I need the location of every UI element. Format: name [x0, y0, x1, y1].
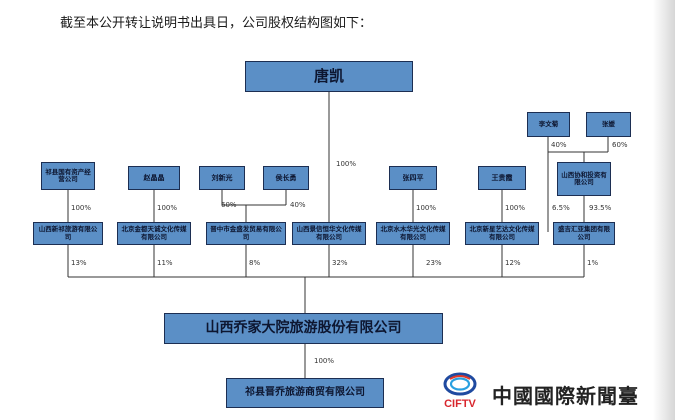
- holder-beijing-jindu-media: 北京金都天诚文化传媒有限公司: [117, 222, 191, 245]
- holder-wang-guixia: 王贵霞: [478, 166, 526, 190]
- holder-beijing-dongfang-media: 北京水木华光文化传媒有限公司: [376, 222, 450, 245]
- pct-qixian-state: 100%: [71, 204, 92, 212]
- pct-shanxi-xinqi: 13%: [71, 259, 87, 267]
- holder-zhao-jingjing: 赵晶晶: [128, 166, 180, 190]
- holder-liu-xinguang: 刘新光: [199, 166, 245, 190]
- pct-beijing-yufang: 12%: [505, 259, 521, 267]
- pct-zhang-siping: 100%: [416, 204, 437, 212]
- page-edge-shadow: [653, 0, 675, 420]
- holder-hou-changyong: 侯长勇: [263, 166, 309, 190]
- pct-li-wenju-direct: 6.5%: [552, 204, 570, 212]
- holder-shanxi-jinxin-media: 山西景信恒华文化传媒有限公司: [292, 222, 366, 245]
- company-qiaojia-dayuan: 山西乔家大院旅游股份有限公司: [164, 313, 443, 344]
- holder-shanxi-tongxin-investment: 山西协和投资有限公司: [557, 162, 611, 196]
- holder-shenzhen-fanya-group: 盛吉汇亚集团有限公司: [553, 222, 615, 245]
- holder-jinzhong-jinsheng-trade: 晋中市金盛发贸易有限公司: [206, 222, 286, 245]
- pct-wang-guixia: 100%: [505, 204, 526, 212]
- holder-li-wenju: 李文菊: [527, 112, 570, 137]
- holder-beijing-yufang-media: 北京新星艺达文化传媒有限公司: [465, 222, 539, 245]
- pct-hou-changyong: 40%: [290, 201, 306, 209]
- pct-beijing-jindu: 11%: [157, 259, 173, 267]
- intro-text: 截至本公开转让说明书出具日，公司股权结构图如下：: [60, 16, 373, 31]
- holder-tang-kai: 唐凯: [245, 61, 413, 92]
- pct-shanxi-jinxin: 32%: [332, 259, 348, 267]
- subsidiary-qixian-jinqiao: 祁县晋乔旅游商贸有限公司: [226, 378, 384, 408]
- pct-zhang-yuan: 60%: [612, 141, 628, 149]
- pct-liu-xinguang: 60%: [221, 201, 237, 209]
- holder-zhang-siping: 张四平: [389, 166, 437, 190]
- holder-shanxi-xinqi-tourism: 山西新祁旅游有限公司: [33, 222, 103, 245]
- watermark-text: 中國國際新聞臺: [492, 384, 639, 408]
- pct-zhao-jingjing: 100%: [157, 204, 178, 212]
- pct-beijing-dongfang: 23%: [426, 259, 442, 267]
- pct-li-wenju: 40%: [551, 141, 567, 149]
- pct-shanxi-tongxin: 93.5%: [589, 204, 612, 212]
- pct-tang-kai: 100%: [336, 160, 357, 168]
- ciftv-logo-icon: CIFTV: [443, 372, 477, 410]
- holder-zhang-yuan: 张媛: [586, 112, 631, 137]
- pct-company: 100%: [314, 357, 335, 365]
- pct-shenzhen-fanya: 1%: [587, 259, 599, 267]
- holder-qixian-state-asset: 祁县国有资产经营公司: [41, 162, 95, 190]
- ciftv-logo-caption: CIFTV: [444, 398, 476, 410]
- pct-jinzhong-jinsheng: 8%: [249, 259, 261, 267]
